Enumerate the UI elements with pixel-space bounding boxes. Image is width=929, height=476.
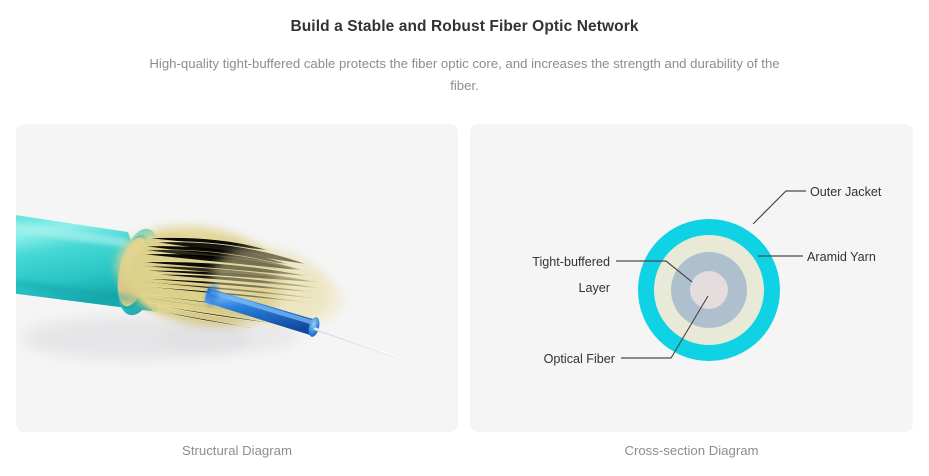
label-outer-jacket: Outer Jacket	[810, 185, 882, 199]
label-tight-buffered-line-1: Tight-buffered	[532, 255, 610, 269]
cross-section-diagram-panel: Outer Jacket Aramid Yarn Tight-buffered …	[470, 124, 913, 432]
label-tight-buffered-line-2: Layer	[578, 281, 610, 295]
structural-diagram-panel	[16, 124, 458, 432]
caption-cross-section-diagram: Cross-section Diagram	[624, 443, 759, 458]
page-title: Build a Stable and Robust Fiber Optic Ne…	[290, 18, 639, 35]
leader-line-optical-fiber	[621, 295, 709, 359]
subtitle-line-2: durability of the fiber.	[450, 56, 780, 93]
subtitle-line-1: High-quality tight-buffered cable protec…	[149, 56, 687, 71]
leader-line-outer-jacket	[752, 190, 806, 225]
label-optical-fiber: Optical Fiber	[544, 352, 615, 366]
ring-optical-fiber	[690, 271, 728, 309]
label-aramid-yarn: Aramid Yarn	[807, 250, 876, 264]
caption-structural-diagram: Structural Diagram	[182, 443, 292, 458]
fiber-cross-section-illustration: Outer Jacket Aramid Yarn Tight-buffered …	[470, 124, 913, 432]
fiber-optic-cable-photo	[16, 124, 458, 432]
header: Build a Stable and Robust Fiber Optic Ne…	[0, 0, 929, 97]
page-subtitle: High-quality tight-buffered cable protec…	[145, 36, 785, 97]
leader-line-tight-buffered-layer	[616, 260, 693, 283]
panel-captions: Structural Diagram Cross-section Diagram	[16, 440, 913, 462]
diagram-panels: Outer Jacket Aramid Yarn Tight-buffered …	[16, 124, 913, 432]
